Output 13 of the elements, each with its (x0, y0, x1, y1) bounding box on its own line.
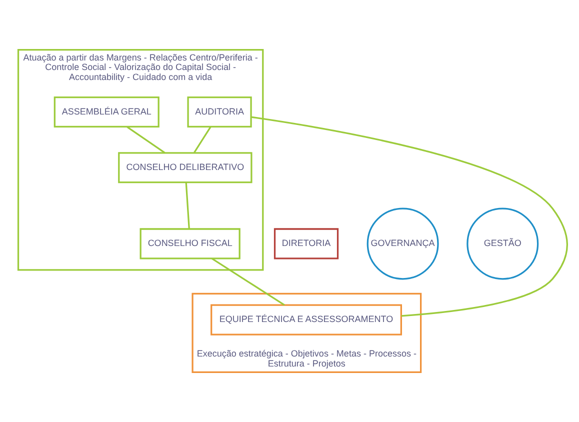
connector (185, 182, 190, 230)
node-box: CONSELHO DELIBERATIVO (118, 152, 252, 184)
node-box: CONSELHO FISCAL (140, 228, 240, 260)
node-circle: GOVERNANÇA (366, 208, 439, 280)
node-box: AUDITORIA (187, 96, 252, 128)
node-box: ASSEMBLÉIA GERAL (54, 96, 160, 128)
connector (194, 126, 212, 153)
node-box: EQUIPE TÉCNICA E ASSESSORAMENTO (210, 304, 402, 336)
node-box: DIRETORIA (274, 228, 339, 260)
connector (251, 116, 568, 317)
connector (212, 258, 285, 306)
node-circle: GESTÃO (466, 208, 539, 280)
connector (126, 126, 166, 154)
